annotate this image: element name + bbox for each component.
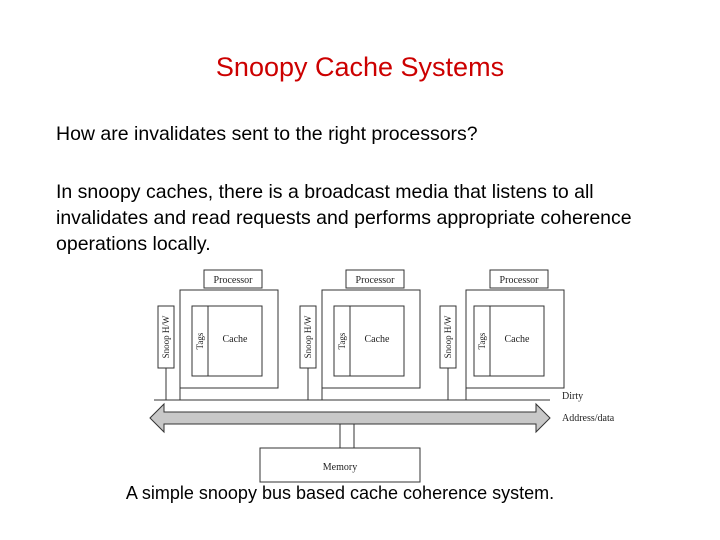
processor-label: Processor [356, 275, 396, 286]
cache-label: Cache [223, 334, 249, 345]
question-text: How are invalidates sent to the right pr… [56, 123, 478, 145]
snoop-hw-label: Snoop H/W [161, 315, 171, 358]
cache-box [207, 305, 263, 377]
processor-label: Processor [500, 275, 540, 286]
memory-box [259, 447, 421, 483]
processor-box [203, 269, 263, 289]
address-data-label: Address/data [562, 413, 615, 424]
snoop-hw-label: Snoop H/W [303, 315, 313, 358]
diagram-caption: A simple snoopy bus based cache coherenc… [125, 483, 555, 503]
node-3: Processor Snoop H/W Tags Cache [439, 269, 565, 400]
snoopy-bus-diagram: Processor Snoop H/W Tags Cache Processor… [149, 269, 615, 483]
cache-label: Cache [365, 334, 391, 345]
tags-label: Tags [477, 332, 487, 349]
node-2: Processor Snoop H/W Tags Cache [299, 269, 421, 400]
tags-label: Tags [337, 332, 347, 349]
address-data-bus [149, 402, 551, 434]
processor-label: Processor [214, 275, 254, 286]
cache-box [349, 305, 405, 377]
node-1: Processor Snoop H/W Tags Cache [157, 269, 279, 400]
cache-label: Cache [505, 334, 531, 345]
memory-label: Memory [323, 462, 357, 473]
cache-box [489, 305, 545, 377]
slide-title: Snoopy Cache Systems [215, 52, 505, 82]
dirty-label: Dirty [562, 391, 583, 402]
snoop-hw-label: Snoop H/W [443, 315, 453, 358]
tags-label: Tags [195, 332, 205, 349]
processor-box [345, 269, 405, 289]
explanation-text: In snoopy caches, there is a broadcast m… [56, 181, 632, 255]
processor-box [489, 269, 549, 289]
